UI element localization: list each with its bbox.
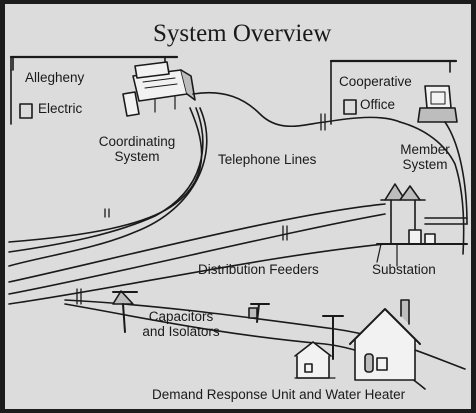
utility-pole-icon bbox=[322, 315, 344, 360]
label-member-line1: Member bbox=[400, 142, 450, 157]
substation-icon bbox=[376, 183, 468, 267]
house-icon bbox=[349, 299, 421, 381]
label-capacitors-line2: and Isolators bbox=[142, 324, 220, 339]
utility-pole-icon bbox=[248, 303, 270, 323]
label-telephone-lines: Telephone Lines bbox=[218, 152, 317, 167]
home-computer-icon bbox=[417, 85, 458, 123]
cooperative-building-icon bbox=[329, 59, 458, 125]
distribution-feeder-lines bbox=[8, 203, 386, 305]
diagram-canvas: System Overview Allegheny Electric Coord… bbox=[5, 4, 471, 409]
label-allegheny-line1: Allegheny bbox=[25, 70, 85, 85]
allegheny-building-icon bbox=[9, 55, 179, 125]
label-cooperative-line1: Cooperative bbox=[339, 74, 412, 89]
label-coordinating-line2: System bbox=[114, 149, 160, 164]
utility-pole-icon bbox=[112, 290, 138, 333]
label-allegheny-line2: Electric bbox=[38, 101, 83, 116]
label-demand-response: Demand Response Unit and Water Heater bbox=[152, 387, 406, 402]
label-capacitors-line1: Capacitors bbox=[148, 309, 214, 324]
telephone-wires-left bbox=[8, 107, 208, 267]
label-substation: Substation bbox=[372, 262, 436, 277]
diagram-drawing bbox=[8, 55, 468, 390]
telephone-wires-right bbox=[444, 121, 468, 225]
label-distribution-feeders: Distribution Feeders bbox=[198, 262, 319, 277]
water-heater-icon bbox=[364, 353, 374, 373]
computer-terminal-icon bbox=[122, 61, 196, 117]
label-coordinating-line1: Coordinating bbox=[98, 134, 176, 149]
house-icon bbox=[294, 341, 336, 379]
label-member-line2: System bbox=[402, 157, 448, 172]
label-cooperative-line2: Office bbox=[360, 97, 396, 112]
telephone-line-top bbox=[192, 91, 465, 255]
diagram-title: System Overview bbox=[153, 20, 332, 47]
